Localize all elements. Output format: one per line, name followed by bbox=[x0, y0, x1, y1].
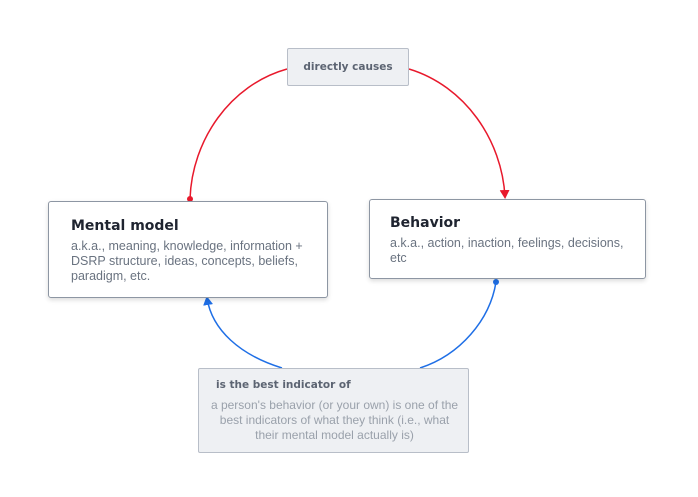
mental-model-description: a.k.a., meaning, knowledge, information … bbox=[71, 239, 303, 283]
behavior-node[interactable]: Behavior a.k.a., action, inaction, feeli… bbox=[369, 199, 646, 279]
indicator-edge-description: a person's behavior (or your own) is one… bbox=[210, 398, 459, 442]
indicator-edge-label-text: is the best indicator of bbox=[216, 379, 351, 391]
behavior-title: Behavior bbox=[390, 215, 461, 231]
indicator-connector-start-dot bbox=[493, 279, 499, 285]
causes-connector-right bbox=[408, 68, 510, 199]
indicator-connector-left bbox=[203, 296, 283, 369]
indicator-edge-label[interactable]: is the best indicator of a person's beha… bbox=[198, 368, 469, 453]
causes-edge-label-text: directly causes bbox=[303, 61, 393, 73]
mental-model-node[interactable]: Mental model a.k.a., meaning, knowledge,… bbox=[48, 201, 328, 298]
causes-edge-label[interactable]: directly causes bbox=[287, 48, 409, 86]
mental-model-title: Mental model bbox=[71, 218, 179, 234]
behavior-description: a.k.a., action, inaction, feelings, deci… bbox=[390, 236, 624, 265]
causes-connector-start-dot bbox=[187, 196, 193, 202]
causes-connector-left bbox=[189, 68, 288, 200]
indicator-connector-right bbox=[419, 281, 497, 369]
